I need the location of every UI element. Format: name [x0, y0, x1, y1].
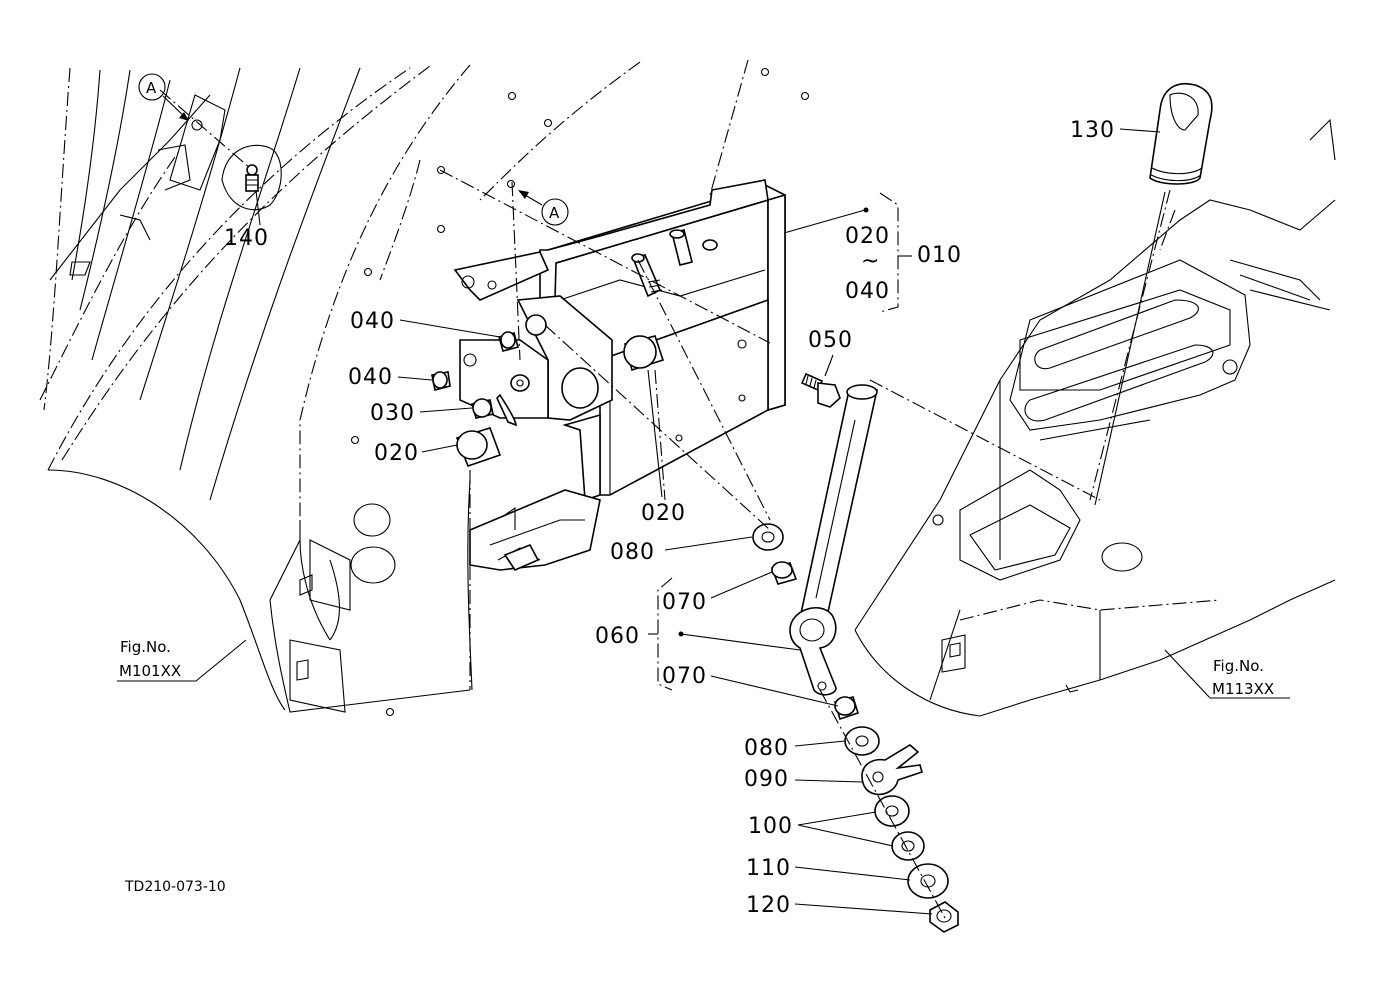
- view-marker-a-center: A: [518, 190, 569, 226]
- range-bracket-060: [648, 577, 673, 691]
- plate-090: [861, 744, 923, 796]
- callout-130: 130: [1070, 118, 1115, 143]
- callout-030: 030: [370, 401, 415, 426]
- callout-080-upper: 080: [610, 540, 655, 565]
- fig-ref-right: Fig.No. M113XX: [1212, 657, 1274, 698]
- bushing-040-upper: [498, 331, 519, 352]
- callout-040-lower: 040: [348, 365, 393, 390]
- callout-020-range-start: 020: [845, 224, 890, 249]
- callout-060: 060: [595, 624, 640, 649]
- callout-080-lower: 080: [744, 736, 789, 761]
- callout-040-range-end: 040: [845, 279, 890, 304]
- callout-020-left: 020: [374, 441, 419, 466]
- washer-080-lower: [844, 726, 880, 756]
- washer-080-upper: [752, 523, 784, 551]
- bracket-assembly: [453, 179, 786, 572]
- bolt-050: [800, 372, 841, 408]
- view-marker-a-left-text: A: [146, 79, 157, 97]
- drawing-code: TD210-073-10: [124, 879, 226, 895]
- callout-120: 120: [746, 893, 791, 918]
- fig-ref-left: Fig.No. M101XX: [119, 638, 181, 680]
- clip-part: [496, 393, 517, 427]
- leader-lines: [255, 128, 1166, 915]
- bushing-020-left: [455, 427, 502, 468]
- fig-ref-left-code: M101XX: [119, 662, 181, 680]
- callout-090: 090: [744, 767, 789, 792]
- callout-070-lower: 070: [662, 664, 707, 689]
- fig-ref-leaders: [117, 639, 1290, 699]
- washer-100-lower: [891, 831, 925, 861]
- callout-070-upper: 070: [662, 590, 707, 615]
- callout-010: 010: [917, 243, 962, 268]
- fender-panel: [269, 61, 810, 717]
- fig-ref-right-label: Fig.No.: [1213, 657, 1264, 675]
- bushing-070-upper: [770, 561, 798, 585]
- callout-range-tilde: ~: [861, 249, 880, 274]
- callout-050: 050: [808, 328, 853, 353]
- bushing-040-lower: [431, 371, 451, 391]
- callout-020-lower: 020: [641, 501, 686, 526]
- right-console: [854, 118, 1336, 717]
- callout-100: 100: [748, 814, 793, 839]
- washer-110: [907, 863, 949, 899]
- bushing-070-lower: [834, 696, 859, 721]
- shaft-060: [789, 384, 879, 696]
- center-lines: [159, 59, 1171, 919]
- bushing-030: [470, 398, 494, 419]
- fig-ref-right-code: M113XX: [1212, 680, 1274, 698]
- callout-labels: 140 040 040 030 020 020 020 ~ 040 010 05…: [224, 118, 1115, 918]
- left-fender-body: [39, 65, 431, 711]
- range-bracket-010: [879, 192, 912, 313]
- washer-100-upper: [874, 795, 910, 827]
- callout-140: 140: [224, 226, 269, 251]
- view-marker-a-left: A: [138, 73, 189, 121]
- callout-040-upper: 040: [350, 309, 395, 334]
- bushing-020-right: [623, 335, 665, 372]
- callout-110: 110: [746, 856, 791, 881]
- view-marker-a-center-text: A: [549, 204, 560, 222]
- knob-130: [1149, 83, 1213, 185]
- fig-ref-left-label: Fig.No.: [120, 638, 171, 656]
